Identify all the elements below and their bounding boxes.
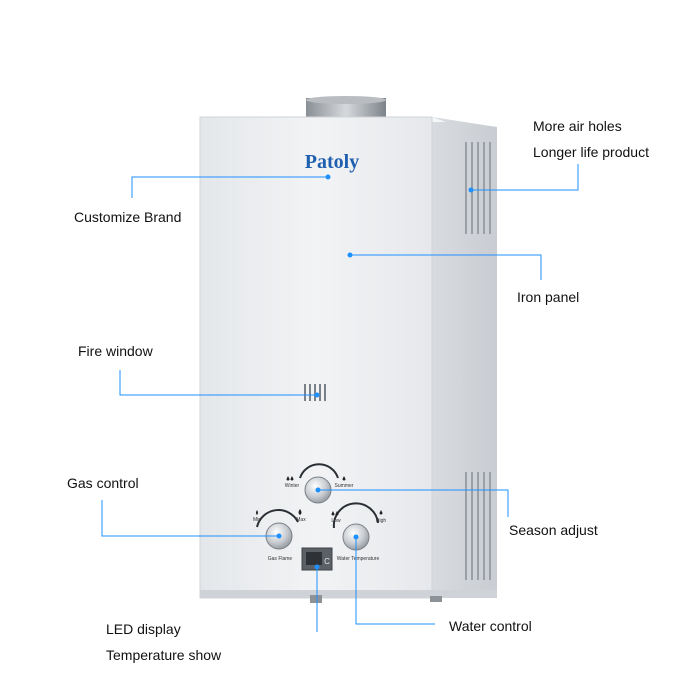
callout-dots <box>276 174 474 570</box>
season-summer-label: Summer <box>335 483 354 489</box>
callout-dot-water <box>353 534 359 540</box>
air-vents-bottom <box>465 472 491 580</box>
gas-min-label: Min <box>253 517 261 523</box>
callout-dot-gas <box>276 533 282 539</box>
bottom-base <box>200 590 497 598</box>
callout-led-display: LED display <box>106 621 181 637</box>
flame-large-icon <box>298 509 302 515</box>
water-temperature-caption: Water Temperature <box>337 556 380 562</box>
gas-max-label: Max <box>296 517 306 523</box>
callout-dot-season <box>315 487 321 493</box>
callout-line-brand <box>131 176 328 198</box>
callout-gas-control: Gas control <box>67 475 139 491</box>
callout-line-season <box>318 489 509 517</box>
led-screen <box>306 552 322 565</box>
fire-window <box>304 384 326 401</box>
callout-water-control: Water control <box>449 618 532 634</box>
callout-dot-brand <box>325 174 331 180</box>
water-pipe-left <box>310 595 322 603</box>
callout-line-iron-panel <box>350 254 542 280</box>
water-low-label: Low <box>331 518 341 524</box>
flue-pipe-top <box>306 96 386 104</box>
season-winter-label: Winter <box>285 483 300 489</box>
water-pipe-right <box>430 596 442 602</box>
callout-line-fire-window <box>119 370 317 396</box>
water-drop-icon <box>379 510 383 515</box>
callout-dot-air-holes <box>468 187 474 193</box>
callout-air-holes: More air holes <box>533 118 622 134</box>
callout-lines <box>101 164 579 632</box>
callout-dot-led <box>314 564 320 570</box>
brand-logo: Patoly <box>305 151 359 173</box>
callout-line-air-holes <box>471 164 579 191</box>
side-panel <box>432 117 497 598</box>
gas-flame-caption: Gas Flame <box>268 556 293 562</box>
callout-temperature-show: Temperature show <box>106 647 222 663</box>
led-unit: C <box>324 557 330 566</box>
callout-dot-fire-window <box>314 392 320 398</box>
gas-knob-arc <box>256 509 299 528</box>
callout-customize-brand: Customize Brand <box>74 209 182 225</box>
callout-line-water <box>355 537 435 625</box>
summer-drop-icon <box>342 476 346 481</box>
season-knob-arc <box>299 463 339 479</box>
callout-season-adjust: Season adjust <box>509 522 598 538</box>
flame-small-icon <box>256 510 258 515</box>
water-drops-icon <box>331 511 339 516</box>
water-high-label: High <box>376 518 387 524</box>
callout-longer-life: Longer life product <box>533 144 649 160</box>
water-knob-arc <box>332 502 379 529</box>
winter-drops-icon <box>286 476 294 481</box>
callout-iron-panel: Iron panel <box>517 289 580 305</box>
front-panel <box>199 116 433 599</box>
callout-line-gas <box>101 500 279 537</box>
callout-fire-window: Fire window <box>78 343 153 359</box>
callout-dot-iron-panel <box>347 252 353 258</box>
